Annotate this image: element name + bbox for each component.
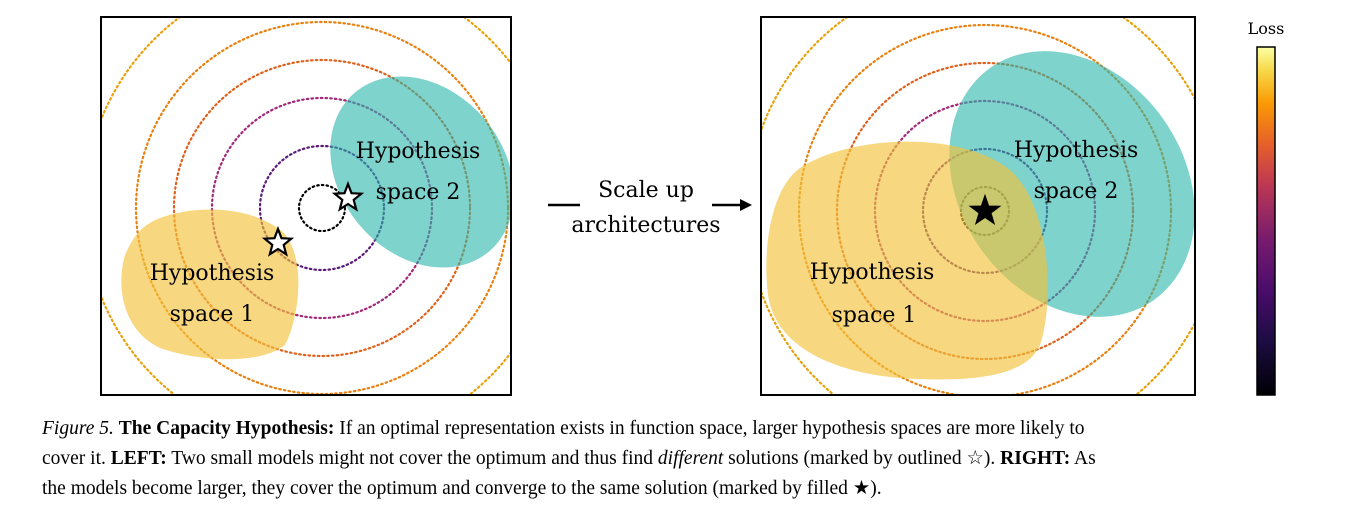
caption-line-3: the models become larger, they cover the… (42, 474, 1342, 504)
left-space2-label: Hypothesis (356, 139, 481, 164)
caption-emphasis: different (657, 448, 724, 469)
caption-text: cover it. (42, 448, 106, 469)
scale-up-transition: Scale up architectures (548, 178, 752, 238)
caption-text: solutions (marked by outlined ☆). (728, 448, 996, 469)
caption-text: the models become larger, they cover the… (42, 478, 882, 499)
right-space2-label-line2: space 2 (1034, 179, 1119, 204)
left-panel: Hypothesis space 1 Hypothesis space 2 (100, 16, 512, 396)
capacity-hypothesis-figure: Hypothesis space 1 Hypothesis space 2 Sc… (100, 16, 1285, 396)
arrow-right-icon (740, 199, 752, 211)
architectures-label: architectures (571, 213, 720, 238)
right-panel-frame (760, 16, 1196, 396)
scale-up-label: Scale up (598, 178, 694, 203)
loss-colorbar: Loss (1248, 19, 1285, 396)
caption-text: Two small models might not cover the opt… (171, 448, 654, 469)
right-space1-label: Hypothesis (810, 260, 935, 285)
caption-left-label: LEFT: (110, 448, 167, 469)
left-space2-label-line2: space 2 (376, 180, 461, 205)
hypothesis-space-1-blob (766, 141, 1048, 380)
outlined-star-icon (331, 180, 365, 212)
caption-title: The Capacity Hypothesis: (118, 418, 335, 439)
outlined-star-icon (261, 225, 295, 257)
right-panel: Hypothesis space 1 Hypothesis space 2 (760, 16, 1196, 396)
right-space2-label: Hypothesis (1014, 138, 1139, 163)
hypothesis-space-1-blob (121, 209, 299, 360)
right-space1-label-line2: space 1 (832, 303, 917, 328)
caption-line-1: Figure 5. The Capacity Hypothesis: If an… (42, 414, 1342, 444)
caption-text: As (1074, 448, 1096, 469)
colorbar-label: Loss (1248, 19, 1285, 38)
caption-text: If an optimal representation exists in f… (339, 418, 1085, 439)
figure-number: Figure 5. (42, 418, 114, 439)
contour-ring-1 (297, 183, 347, 233)
figure-caption: Figure 5. The Capacity Hypothesis: If an… (42, 414, 1342, 504)
hypothesis-space-2-blob (330, 76, 511, 268)
left-space1-label-line2: space 1 (170, 302, 255, 327)
filled-star-icon (968, 193, 1002, 226)
left-space1-label: Hypothesis (150, 261, 275, 286)
left-panel-frame (100, 16, 512, 396)
caption-right-label: RIGHT: (1000, 448, 1071, 469)
colorbar-gradient (1256, 46, 1276, 396)
caption-line-2: cover it. LEFT: Two small models might n… (42, 444, 1342, 474)
